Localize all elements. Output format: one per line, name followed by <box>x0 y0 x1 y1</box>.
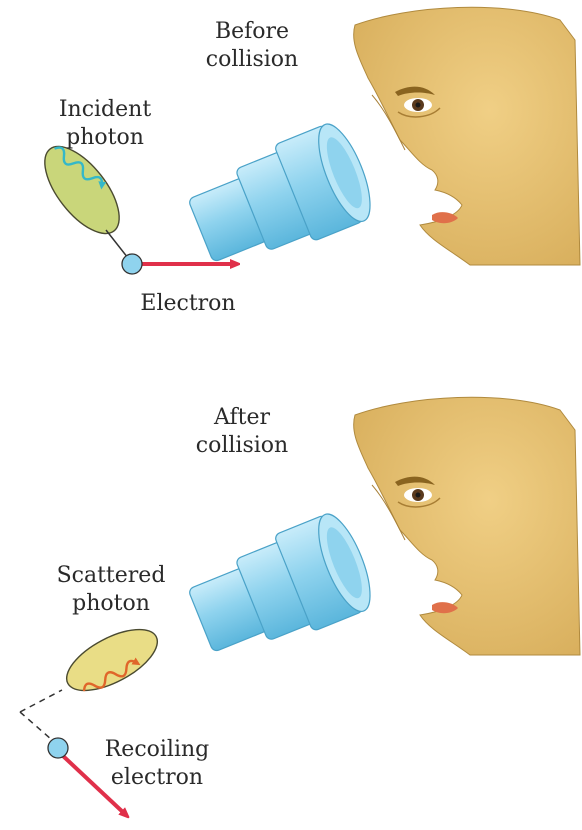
after-collision-label: After collision <box>182 404 302 460</box>
incident-photon-label: Incident photon <box>40 96 170 152</box>
scattered-line1: Scattered <box>36 562 186 590</box>
top-microscope <box>181 118 380 279</box>
recoiling-electron-label: Recoiling electron <box>92 736 222 792</box>
scattered-photon <box>20 617 166 740</box>
incident-line2: photon <box>40 124 170 152</box>
bottom-face <box>354 397 580 655</box>
recoil-line1: Recoiling <box>92 736 222 764</box>
electron-label: Electron <box>128 290 248 318</box>
before-line2: collision <box>192 46 312 74</box>
after-line1: After <box>182 404 302 432</box>
bottom-microscope <box>181 508 380 669</box>
recoil-line2: electron <box>92 764 222 792</box>
scattered-photon-label: Scattered photon <box>36 562 186 618</box>
after-line2: collision <box>182 432 302 460</box>
before-line1: Before <box>192 18 312 46</box>
top-face <box>354 7 580 265</box>
incident-line1: Incident <box>40 96 170 124</box>
incident-photon <box>31 134 133 258</box>
scattered-line2: photon <box>36 590 186 618</box>
before-collision-label: Before collision <box>192 18 312 74</box>
